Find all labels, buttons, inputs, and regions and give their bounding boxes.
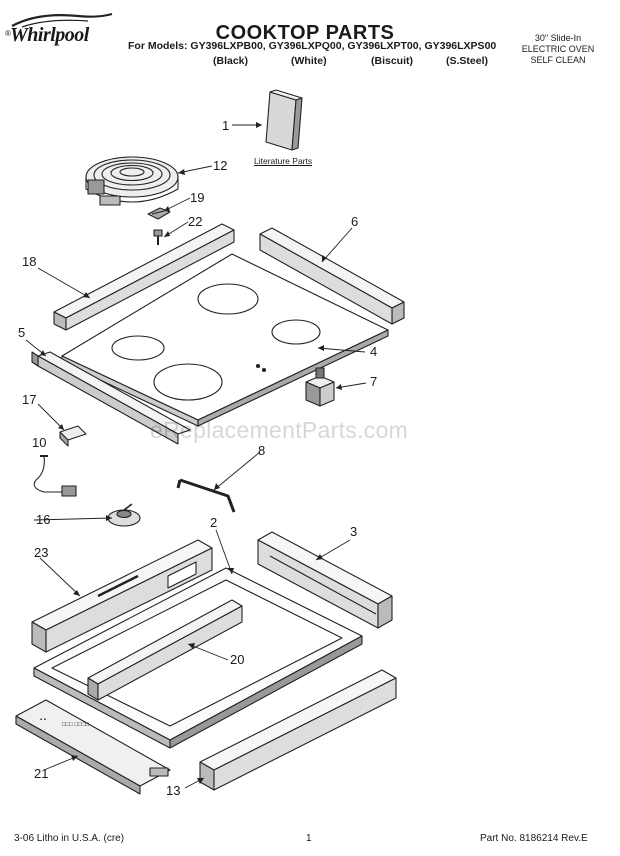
callout-2: 2 bbox=[210, 515, 218, 530]
color-black: (Black) bbox=[213, 55, 249, 67]
callout-18: 18 bbox=[22, 254, 37, 269]
literature-parts-label: Literature Parts bbox=[254, 156, 313, 166]
part-center-rail bbox=[87, 599, 243, 701]
registered-mark: ® bbox=[5, 29, 11, 38]
part-control-panel: ▪ ▪ □□□ □□□□ bbox=[15, 699, 171, 795]
leader-lines bbox=[25, 124, 367, 789]
part-glass-cooktop bbox=[61, 253, 389, 427]
color-white: (White) bbox=[291, 55, 327, 67]
callout-13: 13 bbox=[166, 783, 181, 798]
callout-5: 5 bbox=[18, 325, 26, 340]
callout-12: 12 bbox=[213, 158, 228, 173]
callout-17: 17 bbox=[22, 392, 37, 407]
color-steel: (S.Steel) bbox=[446, 55, 489, 67]
part-wire-harness bbox=[33, 455, 77, 497]
callout-6: 6 bbox=[351, 214, 359, 229]
part-side-trim-right bbox=[259, 227, 405, 325]
part-lower-front bbox=[199, 669, 397, 791]
callout-23: 23 bbox=[34, 545, 49, 560]
part-bracket bbox=[59, 425, 87, 447]
page-title: COOKTOP PARTS bbox=[215, 22, 395, 44]
leader-arrowheads bbox=[40, 122, 342, 784]
callout-22: 22 bbox=[188, 214, 203, 229]
part-front-trim bbox=[31, 351, 191, 445]
part-right-channel bbox=[257, 531, 393, 629]
part-rod bbox=[176, 478, 236, 513]
callout-4: 4 bbox=[370, 344, 378, 359]
part-rear-trim bbox=[53, 223, 235, 331]
callout-16: 16 bbox=[36, 512, 51, 527]
models-line: For Models: GY396LXPB00, GY396LXPQ00, GY… bbox=[128, 40, 497, 52]
footer-part-number: Part No. 8186214 Rev.E bbox=[480, 833, 588, 844]
oven-type-line2: ELECTRIC OVEN bbox=[521, 44, 595, 54]
svg-text:□□□ □□□□: □□□ □□□□ bbox=[62, 722, 89, 728]
oven-type-line1: 30" Slide-In bbox=[534, 33, 582, 43]
callout-7: 7 bbox=[370, 374, 378, 389]
whirlpool-logo-swoosh bbox=[11, 12, 113, 28]
callout-20: 20 bbox=[230, 652, 245, 667]
part-thermostat bbox=[107, 503, 141, 527]
callout-10: 8 bbox=[258, 443, 266, 458]
watermark: eReplacementParts.com bbox=[150, 417, 409, 443]
callout-1: 1 bbox=[222, 118, 230, 133]
callout-3: 3 bbox=[350, 524, 358, 539]
svg-text:▪ ▪: ▪ ▪ bbox=[40, 717, 46, 723]
part-radiant-element bbox=[85, 156, 179, 206]
brand-logo: Whirlpool bbox=[10, 24, 89, 46]
part-literature bbox=[265, 89, 303, 151]
color-biscuit: (Biscuit) bbox=[371, 55, 413, 67]
part-left-channel bbox=[31, 539, 213, 653]
part-screw bbox=[153, 229, 163, 245]
callout-8: 10 bbox=[32, 435, 47, 450]
callout-19: 19 bbox=[190, 190, 205, 205]
footer-litho: 3-06 Litho in U.S.A. (cre) bbox=[14, 833, 125, 844]
part-frame bbox=[33, 567, 363, 749]
callout-21: 21 bbox=[34, 766, 49, 781]
footer-page-number: 1 bbox=[306, 833, 312, 844]
part-switch bbox=[305, 367, 335, 407]
oven-type-line3: SELF CLEAN bbox=[530, 55, 586, 65]
